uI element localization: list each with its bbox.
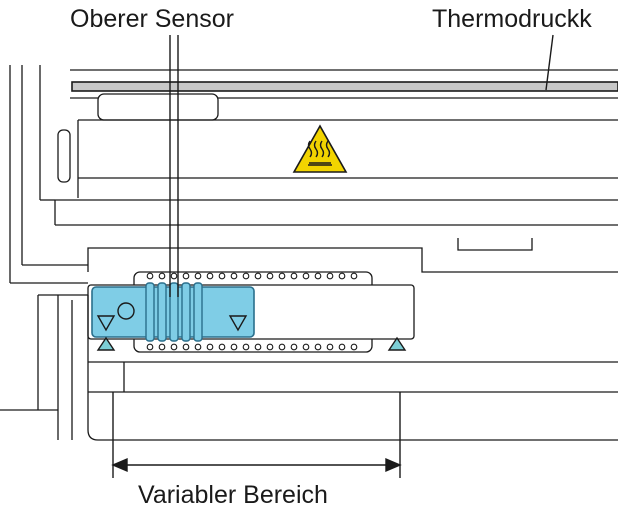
variable-range-label: Variabler Bereich — [138, 481, 328, 509]
upper-sensor-unit — [91, 282, 255, 342]
platen-body — [54, 93, 618, 273]
upper-sensor-leader — [169, 35, 179, 297]
variable-range-dimension — [111, 392, 402, 478]
thermal-head-label: Thermodruckk — [432, 5, 592, 33]
left-frame — [0, 65, 88, 440]
lower-body — [87, 295, 618, 441]
range-markers — [96, 336, 407, 351]
upper-sensor-label: Oberer Sensor — [70, 5, 234, 33]
thermal-head-leader — [545, 34, 554, 91]
hot-surface-warning-icon — [292, 124, 348, 173]
